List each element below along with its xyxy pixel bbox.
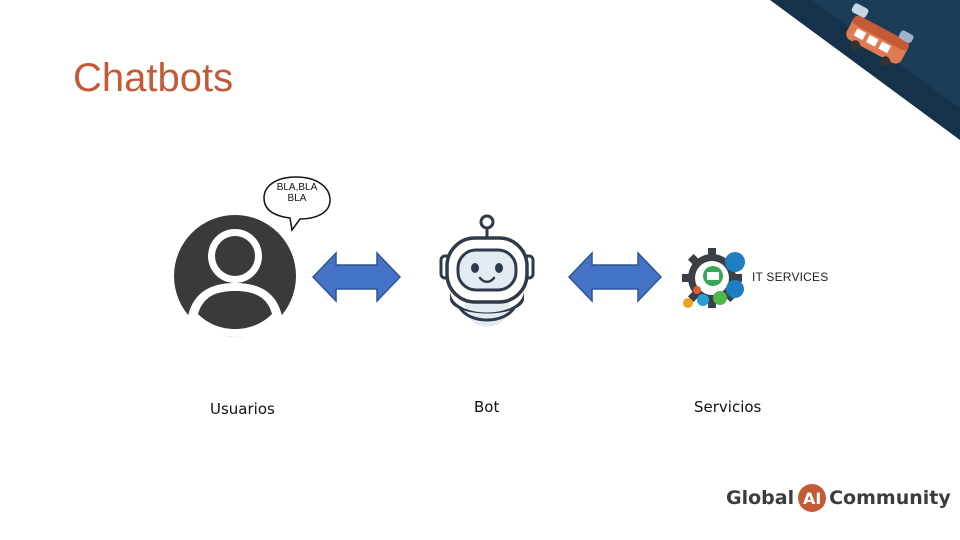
slide-title: Chatbots — [73, 56, 234, 100]
it-services-icon — [682, 248, 745, 308]
node-label-servicios: Servicios — [694, 398, 762, 416]
logo-ai-badge: AI — [798, 484, 827, 512]
corner-banner-illustration — [770, 0, 960, 140]
logo-text-community: Community — [829, 487, 951, 509]
speech-bubble — [263, 176, 331, 232]
logo-text-global: Global — [726, 487, 795, 509]
node-label-usuarios: Usuarios — [210, 400, 275, 418]
user-avatar-icon — [174, 215, 296, 337]
global-ai-community-logo: Global AI Community — [726, 483, 951, 513]
it-services-label: IT SERVICES — [752, 270, 829, 284]
speech-bubble-text: BLA,BLA BLA — [268, 182, 326, 204]
speech-bubble-line-2: BLA — [287, 193, 307, 204]
speech-bubble-line-1: BLA,BLA — [276, 182, 318, 193]
robot-icon — [439, 214, 535, 327]
double-arrow-bot-services — [567, 251, 663, 303]
double-arrow-user-bot — [311, 251, 402, 303]
node-label-bot: Bot — [474, 398, 500, 416]
